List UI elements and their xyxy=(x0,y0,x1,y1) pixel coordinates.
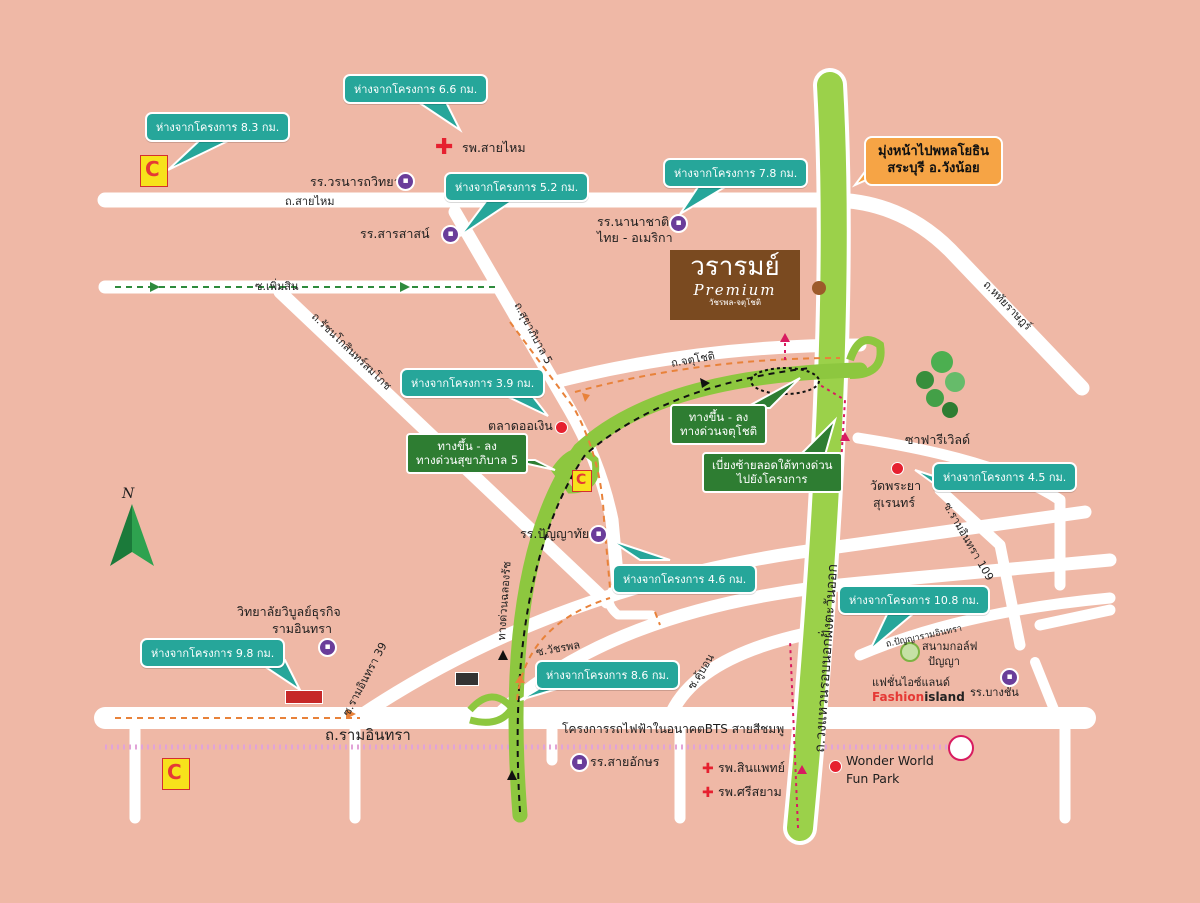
fashion-logo-b: island xyxy=(924,690,965,704)
school-icon: ▪ xyxy=(318,638,337,657)
place-sarasas: รร.สารสาสน์ xyxy=(360,226,430,241)
place-nanachat: รร.นานาชาติ xyxy=(597,214,670,229)
bigc-logo-icon: C xyxy=(572,470,592,492)
road-ramintra39 xyxy=(353,505,1092,723)
distance-bubble-3-9: ห่างจากโครงการ 3.9 กม. xyxy=(400,368,546,398)
route-loop-orange xyxy=(654,611,661,626)
ramp-chatuchot-loop xyxy=(846,336,885,379)
distance-bubble-8-3: ห่างจากโครงการ 8.3 กม. xyxy=(145,112,291,142)
direction-box: มุ่งหน้าไปพหลโยธิน สระบุรี อ.วังน้อย xyxy=(864,136,1003,186)
distance-bubble-9-8: ห่างจากโครงการ 9.8 กม. xyxy=(140,638,286,668)
route-watcharaphon-orange xyxy=(516,597,611,701)
road-panya xyxy=(854,592,1116,661)
school-icon: ▪ xyxy=(441,225,460,244)
road-ramintra109 xyxy=(934,484,1026,651)
golf-icon xyxy=(900,642,920,662)
place-market: ตลาดออเงิน xyxy=(488,418,553,433)
ramp-sukhaphiban-box: ทางขึ้น - ลง ทางด่วนสุขาภิบาล 5 xyxy=(406,433,529,474)
bigc-logo-icon: C xyxy=(162,758,190,790)
ramp-suk-line-2: ทางด่วนสุขาภิบาล 5 xyxy=(416,453,519,468)
school-icon: ▪ xyxy=(1000,668,1019,687)
hospital-cross-icon: ✚ xyxy=(702,761,714,777)
route-project-magenta xyxy=(784,340,847,829)
bigc-logo-icon: C xyxy=(140,155,168,187)
distance-bubble-6-6: ห่างจากโครงการ 6.6 กม. xyxy=(343,74,489,104)
expressway-outer-ring-inner xyxy=(787,72,847,841)
turn-line-2: ไปยังโครงการ xyxy=(736,472,808,487)
label-phoem-sin: ซ.เพิ่มสิน xyxy=(255,280,299,293)
logo-main: วรารมย์ xyxy=(690,252,780,282)
place-srisiam: รพ.ศรีสยาม xyxy=(718,784,782,799)
pointer-d46 xyxy=(609,539,671,561)
road-east-2 xyxy=(1034,604,1116,631)
fashion-island-logo: Fashionisland xyxy=(872,690,965,704)
location-dot-icon xyxy=(891,462,904,475)
direction-line-1: มุ่งหน้าไปพหลโยธิน xyxy=(878,144,989,159)
school-icon: ▪ xyxy=(570,753,589,772)
road-bangchan-spur xyxy=(1030,657,1060,717)
hospital-cross-icon: ✚ xyxy=(435,135,454,160)
hospital-cross-icon: ✚ xyxy=(702,785,714,801)
road-khubon xyxy=(665,625,822,719)
route-chatuchot-orange xyxy=(574,357,841,393)
place-golf-1: สนามกอล์ฟ xyxy=(922,640,978,653)
place-watphraya-1: วัดพระยา xyxy=(870,478,922,493)
location-dot-icon xyxy=(829,760,842,773)
fashion-logo-a: Fashion xyxy=(872,690,925,704)
ramp-ramintra-loop xyxy=(467,693,517,726)
logo-small: วัชรพล-จตุโชติ xyxy=(708,298,762,308)
place-panyathai: รร.ปัญญาทัย xyxy=(520,526,590,541)
pointer-d66 xyxy=(411,99,463,133)
school-icon: ▪ xyxy=(396,172,415,191)
place-watphraya-2: สุเรนทร์ xyxy=(873,495,916,510)
distance-bubble-5-2: ห่างจากโครงการ 5.2 กม. xyxy=(444,172,590,202)
ramp-chat-line-1: ทางขึ้น - ลง xyxy=(688,410,749,424)
place-wonder-1: Wonder World xyxy=(846,753,934,768)
bts-station-icon xyxy=(948,735,974,761)
landmark-logo-icon xyxy=(455,672,479,686)
label-bts: โครงการรถไฟฟ้าในอนาคตBTS สายสีชมพู xyxy=(562,722,785,736)
ramp-chat-line-2: ทางด่วนจตุโชติ xyxy=(680,424,758,439)
school-icon: ▪ xyxy=(589,525,608,544)
label-ramintra: ถ.รามอินทรา xyxy=(325,726,411,744)
label-saimai: ถ.สายไหม xyxy=(285,195,335,208)
place-bangchan: รร.บางชัน xyxy=(970,686,1019,699)
school-icon: ▪ xyxy=(669,214,688,233)
place-saiaksorn: รร.สายอักษร xyxy=(590,754,660,769)
landmark-logo-icon xyxy=(285,690,323,704)
distance-bubble-4-6: ห่างจากโครงการ 4.6 กม. xyxy=(612,564,758,594)
distance-bubble-10-8: ห่างจากโครงการ 10.8 กม. xyxy=(838,585,991,615)
place-safari: ซาฟารีเวิลด์ xyxy=(905,432,971,447)
place-woranaree: รร.วรนารถวิทยา xyxy=(310,174,401,189)
direction-line-2: สระบุรี อ.วังน้อย xyxy=(887,160,980,176)
location-dot-icon xyxy=(555,421,568,434)
logo-sub: Premium xyxy=(693,280,777,299)
safari-trees-icon xyxy=(916,351,965,418)
place-vibul-1: วิทยาลัยวิบูลย์ธุรกิจ xyxy=(237,604,341,619)
distance-bubble-4-5: ห่างจากโครงการ 4.5 กม. xyxy=(932,462,1078,492)
place-wonder-2: Fun Park xyxy=(846,771,900,786)
place-sinphaet: รพ.สินแพทย์ xyxy=(718,760,785,775)
place-golf-2: ปัญญา xyxy=(928,655,960,668)
project-marker-icon xyxy=(812,281,826,295)
distance-bubble-7-8: ห่างจากโครงการ 7.8 กม. xyxy=(663,158,809,188)
place-vibul-2: รามอินทรา xyxy=(272,621,332,636)
place-saimai-hospital: รพ.สายไหม xyxy=(462,140,526,155)
north-label: N xyxy=(122,486,135,502)
route-sukhaphiban-orange xyxy=(509,321,611,589)
pointer-d83 xyxy=(167,139,231,171)
turn-note-box: เบี่ยงซ้ายลอดใต้ทางด่วน ไปยังโครงการ xyxy=(702,452,843,493)
ramp-suk-line-1: ทางขึ้น - ลง xyxy=(437,439,497,453)
distance-bubble-8-6: ห่างจากโครงการ 8.6 กม. xyxy=(535,660,681,690)
ramp-chatuchot-box: ทางขึ้น - ลง ทางด่วนจตุโชติ xyxy=(670,404,768,445)
place-fashion-th: แฟชั่นไอซ์แลนด์ xyxy=(872,676,950,689)
turn-line-1: เบี่ยงซ้ายลอดใต้ทางด่วน xyxy=(712,458,833,472)
project-logo: วรารมย์ Premium วัชรพล-จตุโชติ xyxy=(670,250,800,320)
place-nanachat-2: ไทย - อเมริกา xyxy=(597,230,673,245)
